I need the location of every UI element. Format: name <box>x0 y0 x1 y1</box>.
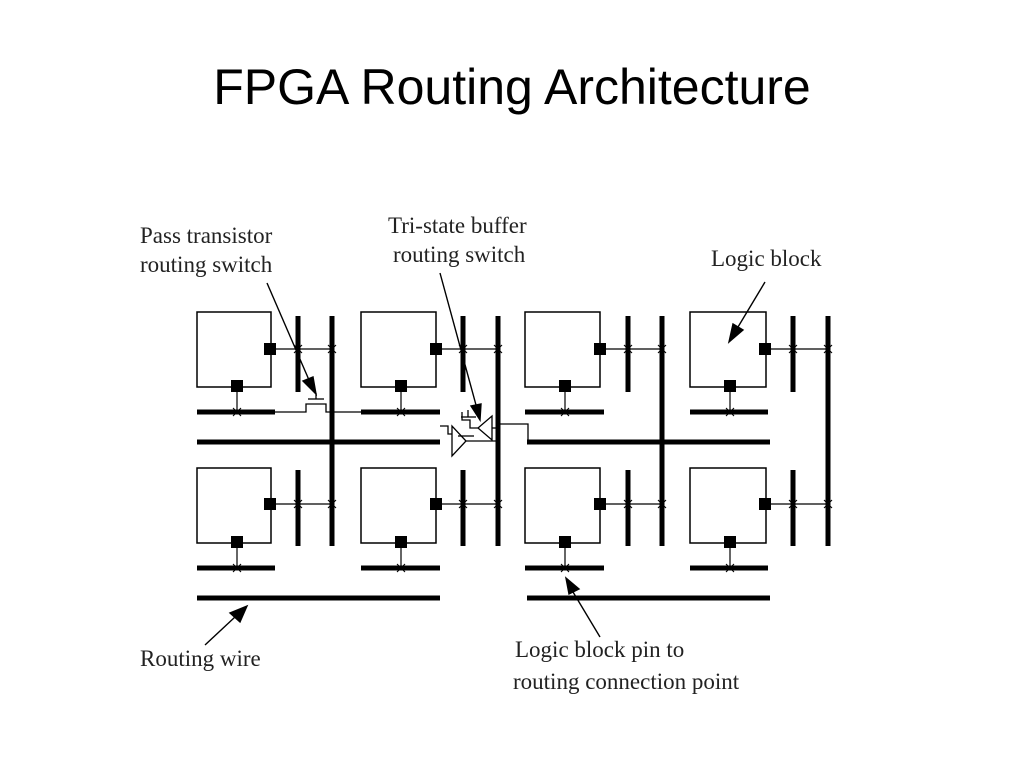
connection-point <box>823 499 833 509</box>
labels: Pass transistor routing switch Tri-state… <box>140 213 822 694</box>
connection-point <box>823 344 833 354</box>
connection-point <box>493 344 503 354</box>
callout-arrows <box>204 272 766 646</box>
pass-transistor-leader <box>266 282 310 381</box>
logic-block <box>524 467 601 544</box>
connection-point <box>623 344 633 354</box>
connection-point <box>293 499 303 509</box>
connection-point <box>788 344 798 354</box>
connection-point <box>396 407 406 417</box>
connection-point <box>232 563 242 573</box>
connection-point <box>725 407 735 417</box>
tristate-buffer-switch <box>440 410 529 458</box>
connection-point <box>327 499 337 509</box>
tristate-buffer-label: routing switch <box>393 242 526 267</box>
connection-point <box>458 499 468 509</box>
logic-block <box>196 467 272 544</box>
connection-point <box>327 344 337 354</box>
logic-block <box>360 311 437 388</box>
connection-points <box>232 344 833 573</box>
logic-block-pins <box>231 343 771 548</box>
logic-block <box>524 311 601 388</box>
connection-point <box>788 499 798 509</box>
pin-connection-label: routing connection point <box>513 669 740 694</box>
tristate-leader <box>439 272 477 406</box>
logic-block-label: Logic block <box>711 246 822 271</box>
pin-connection-label: Logic block pin to <box>515 637 684 662</box>
pass-transistor-label: Pass transistor <box>140 223 273 248</box>
logic-block-leader <box>737 281 766 328</box>
logic-block <box>196 311 272 388</box>
connection-point <box>657 499 667 509</box>
connection-point <box>293 344 303 354</box>
pass-transistor-label: routing switch <box>140 252 273 277</box>
logic-block <box>689 311 767 388</box>
pass-transistor-switch <box>275 393 361 413</box>
pin-connection-leader <box>572 591 601 638</box>
logic-block <box>689 467 767 544</box>
connection-point <box>232 407 242 417</box>
connection-point <box>623 499 633 509</box>
connection-point <box>560 407 570 417</box>
connection-point <box>560 563 570 573</box>
routing-wire-label: Routing wire <box>140 646 261 671</box>
connection-point <box>657 344 667 354</box>
page-title: FPGA Routing Architecture <box>213 59 811 115</box>
routing-wire-leader <box>204 616 236 646</box>
routing-wires <box>197 316 831 601</box>
pin-wires <box>236 348 828 568</box>
connection-point <box>396 563 406 573</box>
connection-point <box>493 499 503 509</box>
logic-block <box>360 467 437 544</box>
connection-point <box>725 563 735 573</box>
tristate-buffer-label: Tri-state buffer <box>388 213 527 238</box>
